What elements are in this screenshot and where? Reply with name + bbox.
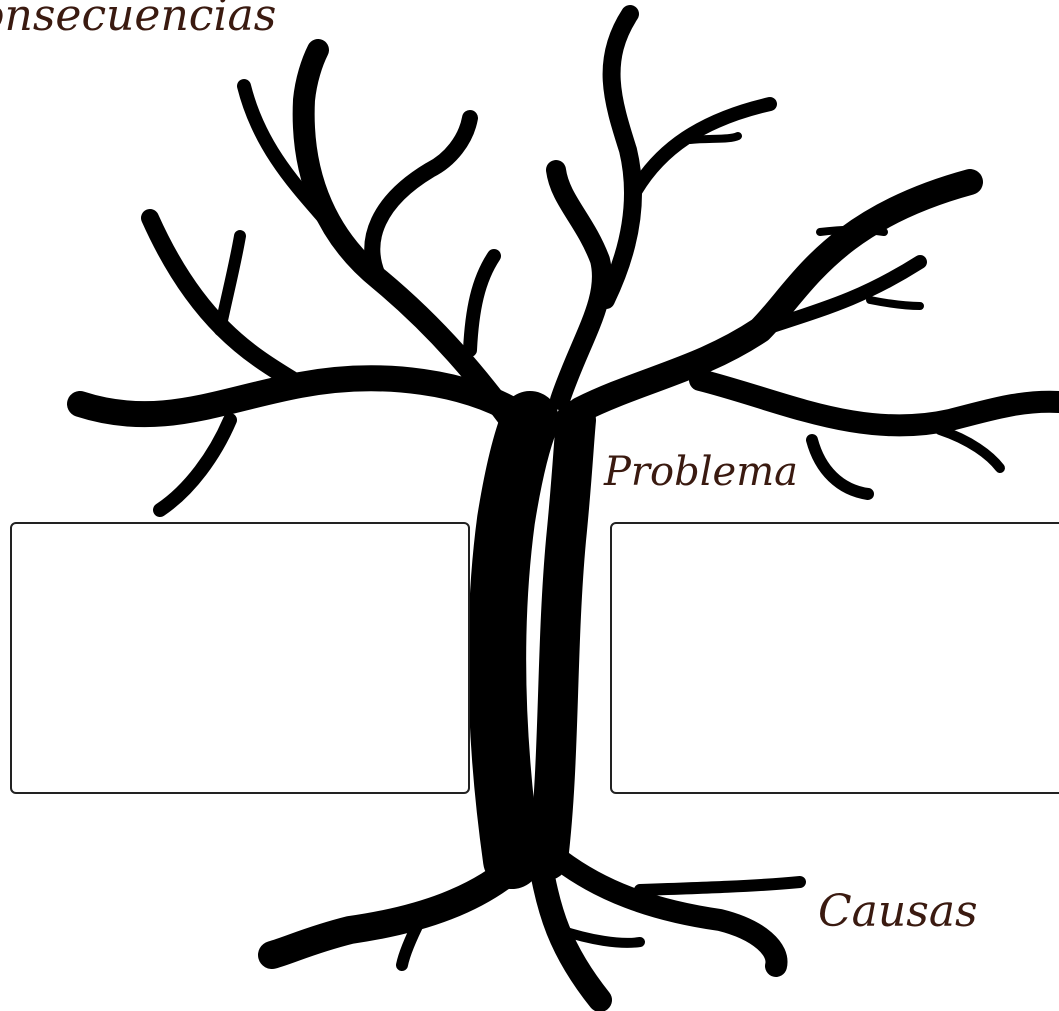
tree-trunk [497, 420, 530, 860]
label-causas: Causas [818, 890, 978, 934]
consequences-box[interactable] [10, 522, 470, 794]
tree-root [272, 860, 522, 955]
label-problema: Problema [604, 452, 798, 492]
label-consecuencias: onsecuencias [0, 0, 276, 38]
problem-box[interactable] [610, 522, 1059, 794]
